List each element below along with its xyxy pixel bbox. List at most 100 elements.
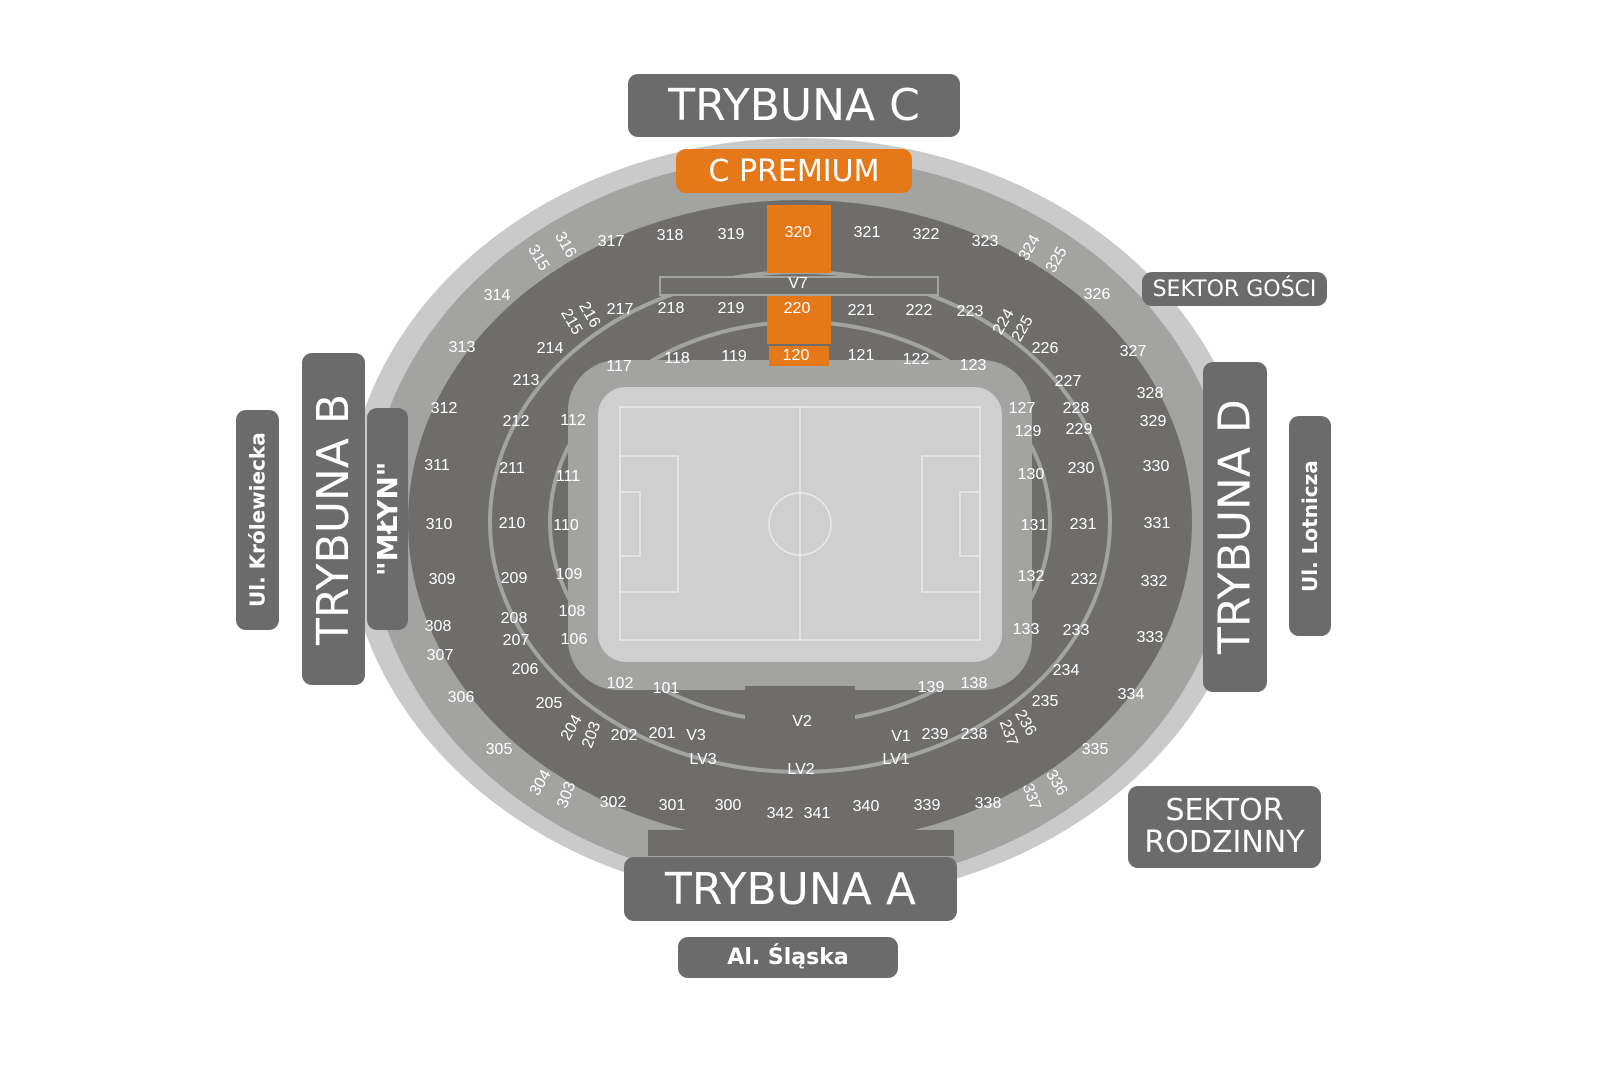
sector-327[interactable]: 327	[1120, 343, 1147, 360]
sector-138[interactable]: 138	[961, 675, 988, 692]
sector-v3[interactable]: V3	[686, 727, 706, 744]
sector-231[interactable]: 231	[1070, 516, 1097, 533]
sector-339[interactable]: 339	[914, 797, 941, 814]
sector-326[interactable]: 326	[1084, 286, 1111, 303]
sector-335[interactable]: 335	[1082, 741, 1109, 758]
sector-219[interactable]: 219	[718, 300, 745, 317]
sector-317[interactable]: 317	[598, 233, 625, 250]
sector-108[interactable]: 108	[559, 603, 586, 620]
sector-321[interactable]: 321	[854, 224, 881, 241]
sector-139[interactable]: 139	[918, 679, 945, 696]
sector-109[interactable]: 109	[556, 566, 583, 583]
sector-119[interactable]: 119	[721, 348, 747, 365]
sector-222[interactable]: 222	[906, 302, 933, 319]
sector-132[interactable]: 132	[1018, 568, 1045, 585]
sector-223[interactable]: 223	[957, 303, 984, 320]
sector-226[interactable]: 226	[1032, 340, 1059, 357]
sector-334[interactable]: 334	[1118, 686, 1145, 703]
sector-307[interactable]: 307	[427, 647, 454, 664]
sector-300[interactable]: 300	[715, 797, 742, 814]
sector-311[interactable]: 311	[424, 457, 450, 474]
sector-332[interactable]: 332	[1141, 573, 1168, 590]
sector-322[interactable]: 322	[913, 226, 940, 243]
sector-123[interactable]: 123	[960, 357, 987, 374]
sector-120[interactable]: 120	[783, 347, 810, 364]
sector-319[interactable]: 319	[718, 226, 745, 243]
sector-117[interactable]: 117	[606, 358, 632, 375]
sector-330[interactable]: 330	[1143, 458, 1170, 475]
sector-133[interactable]: 133	[1013, 621, 1040, 638]
sector-220-highlight[interactable]	[767, 294, 831, 344]
sector-214[interactable]: 214	[537, 340, 564, 357]
sector-206[interactable]: 206	[512, 661, 539, 678]
sector-230[interactable]: 230	[1068, 460, 1095, 477]
sector-131[interactable]: 131	[1021, 517, 1048, 534]
sector-329[interactable]: 329	[1140, 413, 1167, 430]
sector-333[interactable]: 333	[1137, 629, 1164, 646]
sector-306[interactable]: 306	[448, 689, 475, 706]
sector-205[interactable]: 205	[536, 695, 563, 712]
sector-v7[interactable]: V7	[788, 275, 808, 292]
sector-v1[interactable]: V1	[891, 728, 911, 745]
sector-v2[interactable]: V2	[792, 713, 812, 730]
sector-112[interactable]: 112	[560, 412, 586, 429]
sector-340[interactable]: 340	[853, 798, 880, 815]
sector-233[interactable]: 233	[1063, 622, 1090, 639]
c-premium-label[interactable]: C PREMIUM	[676, 149, 912, 193]
sector-342[interactable]: 342	[767, 805, 794, 822]
sector-238[interactable]: 238	[961, 726, 988, 743]
sector-320[interactable]: 320	[785, 224, 812, 241]
sector-106[interactable]: 106	[561, 631, 588, 648]
sector-102[interactable]: 102	[607, 675, 634, 692]
sector-314[interactable]: 314	[484, 287, 511, 304]
sector-341[interactable]: 341	[804, 805, 831, 822]
sector-338[interactable]: 338	[975, 795, 1002, 812]
sector-323[interactable]: 323	[972, 233, 999, 250]
sector-202[interactable]: 202	[611, 727, 638, 744]
sector-221[interactable]: 221	[848, 302, 875, 319]
sector-228[interactable]: 228	[1063, 400, 1090, 417]
sector-208[interactable]: 208	[501, 610, 528, 627]
sector-227[interactable]: 227	[1055, 373, 1082, 390]
sector-229[interactable]: 229	[1066, 421, 1093, 438]
sector-318[interactable]: 318	[657, 227, 684, 244]
sector-122[interactable]: 122	[903, 351, 930, 368]
sector-127[interactable]: 127	[1009, 400, 1036, 417]
sector-328[interactable]: 328	[1137, 385, 1164, 402]
sector-118[interactable]: 118	[664, 350, 690, 367]
sector-101[interactable]: 101	[653, 680, 680, 697]
sector-232[interactable]: 232	[1071, 571, 1098, 588]
sector-234[interactable]: 234	[1053, 662, 1080, 679]
sector-313[interactable]: 313	[449, 339, 476, 356]
sector-120-highlight[interactable]	[769, 346, 829, 366]
sector-201[interactable]: 201	[649, 725, 676, 742]
sector-309[interactable]: 309	[429, 571, 456, 588]
sector-308[interactable]: 308	[425, 618, 452, 635]
sector-129[interactable]: 129	[1015, 423, 1042, 440]
sector-312[interactable]: 312	[431, 400, 458, 417]
sector-301[interactable]: 301	[659, 797, 686, 814]
sector-lv1[interactable]: LV1	[882, 751, 909, 768]
sector-310[interactable]: 310	[426, 516, 453, 533]
sector-220[interactable]: 220	[784, 300, 811, 317]
sector-lv2[interactable]: LV2	[787, 761, 814, 778]
sector-210[interactable]: 210	[499, 515, 526, 532]
sector-lv3[interactable]: LV3	[689, 751, 716, 768]
sector-331[interactable]: 331	[1144, 515, 1171, 532]
sector-302[interactable]: 302	[600, 794, 627, 811]
sector-121[interactable]: 121	[848, 347, 875, 364]
sector-209[interactable]: 209	[501, 570, 528, 587]
sector-305[interactable]: 305	[486, 741, 513, 758]
sector-213[interactable]: 213	[513, 372, 540, 389]
sector-110[interactable]: 110	[553, 517, 579, 534]
sector-320-highlight[interactable]	[767, 205, 831, 273]
sector-235[interactable]: 235	[1032, 693, 1059, 710]
sector-218[interactable]: 218	[658, 300, 685, 317]
sector-111[interactable]: 111	[556, 468, 580, 485]
sector-212[interactable]: 212	[503, 413, 530, 430]
sector-239[interactable]: 239	[922, 726, 949, 743]
sector-207[interactable]: 207	[503, 632, 530, 649]
sector-217[interactable]: 217	[607, 301, 634, 318]
sector-130[interactable]: 130	[1018, 466, 1045, 483]
sector-211[interactable]: 211	[499, 460, 525, 477]
